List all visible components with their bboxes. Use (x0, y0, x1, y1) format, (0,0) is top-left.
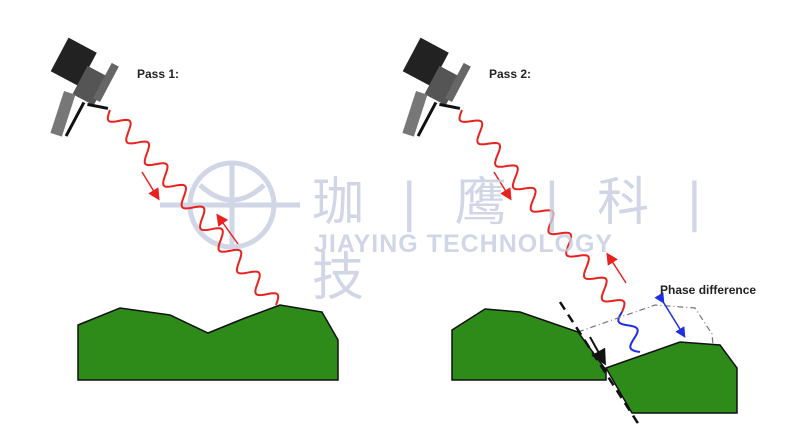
original-surface-outline (577, 304, 714, 346)
radar-wave-pass-2 (458, 109, 626, 313)
terrain-pass-2-left (451, 308, 607, 381)
watermark-chinese: 珈 | 鹰 | 科 | 技 (312, 173, 714, 308)
pass-2-label: Pass 2: (489, 67, 532, 81)
arrow-outgoing-2 (493, 171, 512, 201)
terrain-pass-2-right (604, 341, 738, 414)
satellite-2-icon (402, 37, 471, 137)
arrow-return-2 (606, 252, 627, 284)
phase-difference-label: Phase difference (660, 283, 757, 297)
phase-difference-wave (617, 311, 641, 353)
fault-line (558, 301, 643, 429)
watermark-logo-icon (160, 160, 300, 250)
subsidence-arrow (589, 336, 606, 366)
pass-1-label: Pass 1: (137, 67, 180, 81)
phase-difference-arrow (654, 292, 686, 338)
watermark-english: JIAYING TECHNOLOGY (314, 230, 614, 258)
satellite-1-icon (50, 37, 119, 137)
arrow-return-1 (216, 213, 239, 245)
terrain-pass-1 (77, 304, 339, 381)
radar-wave-pass-1 (106, 109, 280, 306)
arrow-outgoing-1 (141, 171, 160, 201)
